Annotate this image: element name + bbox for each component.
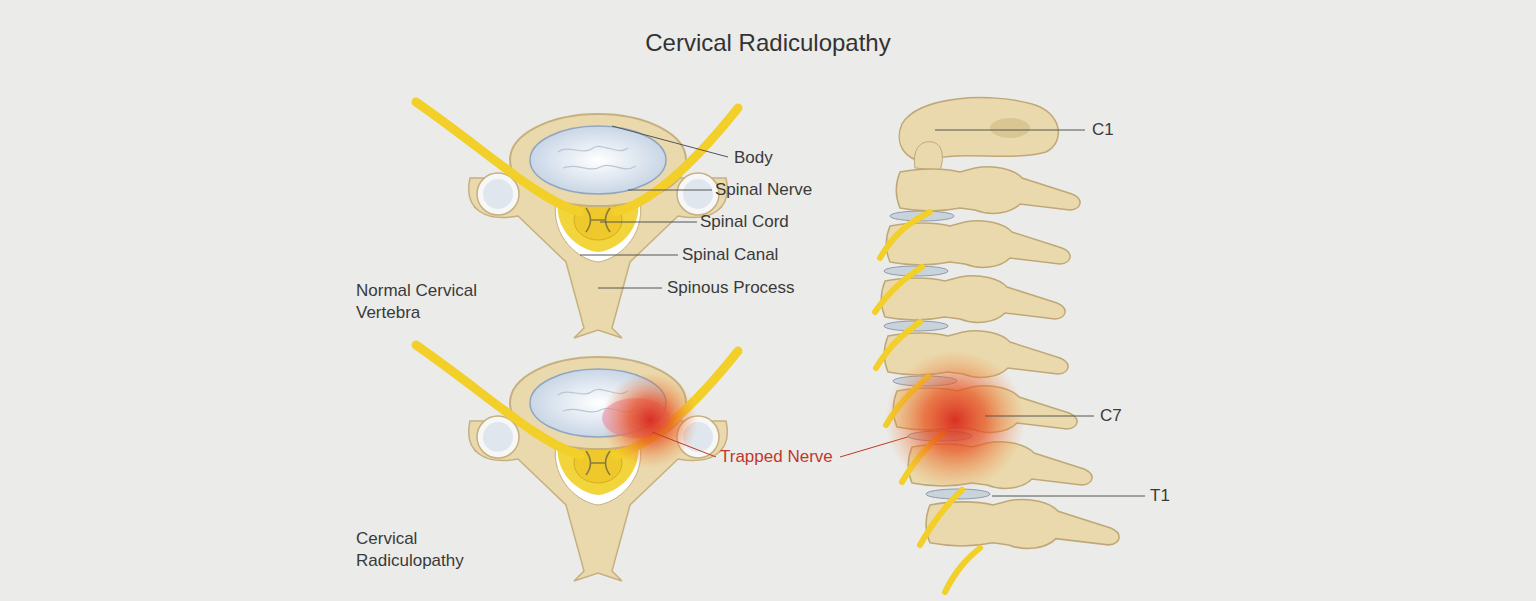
inflammation-glow <box>602 372 698 468</box>
normal-vertebra <box>416 102 738 338</box>
c3-vertebra <box>886 221 1070 268</box>
inflammation-glow <box>885 350 1025 490</box>
t1-vertebra <box>926 499 1119 548</box>
part-label: Spinal Cord <box>700 211 840 233</box>
condition-label: Trapped Nerve <box>720 446 860 468</box>
vertebra-label: C1 <box>1092 119 1152 141</box>
affected-vertebra <box>416 345 738 581</box>
view-caption: Normal Cervical Vertebra <box>356 280 526 324</box>
part-label: Spinous Process <box>667 277 827 299</box>
spine-leader-lines <box>935 130 1145 496</box>
part-label: Spinal Nerve <box>715 179 855 201</box>
vertebra-label: C7 <box>1100 405 1160 427</box>
atlas-facet <box>990 118 1030 138</box>
c2-vertebra <box>896 167 1080 214</box>
view-caption: Cervical Radiculopathy <box>356 528 506 572</box>
diagram-title: Cervical Radiculopathy <box>468 28 1068 58</box>
part-label: Body <box>734 147 854 169</box>
dens <box>914 142 942 170</box>
vertebra-label: T1 <box>1150 485 1210 507</box>
c4-vertebra <box>881 276 1065 323</box>
part-label: Spinal Canal <box>682 244 822 266</box>
cervical-spine <box>875 98 1119 592</box>
